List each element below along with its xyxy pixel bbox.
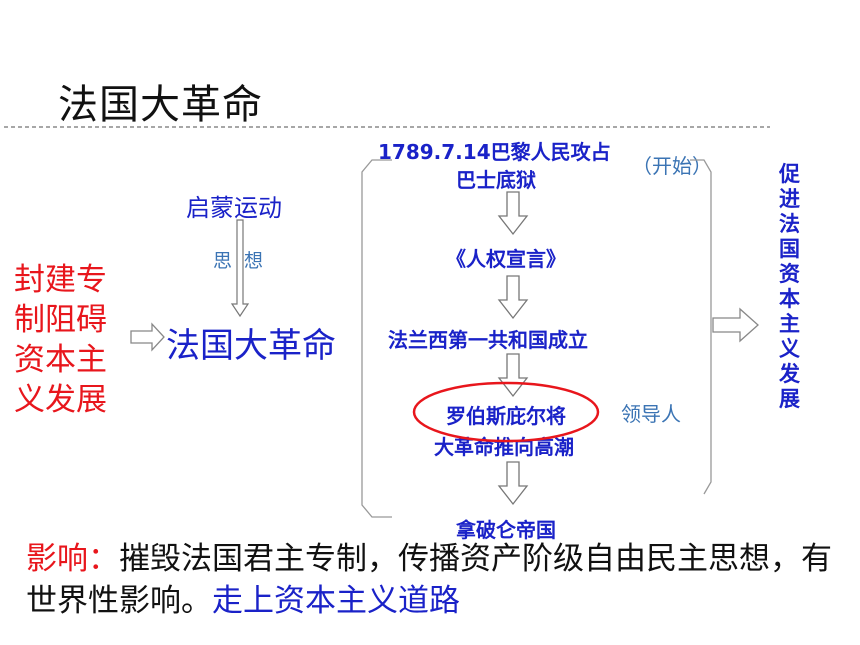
event-first-republic: 法兰西第一共和国成立 (388, 328, 588, 352)
center-revolution-label: 法国大革命 (166, 326, 336, 366)
event-arrow-2 (497, 275, 529, 320)
event-arrow-3 (497, 353, 529, 398)
impact-highlight: 走上资本主义道路 (212, 583, 460, 619)
event-leader-note: 领导人 (621, 402, 681, 426)
events-left-brace (361, 159, 392, 518)
cause-right-arrow (130, 322, 165, 352)
enlightenment-down-arrow (230, 219, 250, 318)
event-bastille-line2: 巴士底狱 (456, 168, 536, 192)
events-right-brace (690, 159, 712, 495)
thought-label: 思想 (213, 250, 276, 272)
result-right-arrow (712, 307, 759, 343)
page-title: 法国大革命 (58, 82, 263, 128)
robespierre-highlight-ellipse (412, 381, 600, 443)
event-start-note: （开始） (632, 154, 712, 178)
result-vertical-text: 促进法国资本主义发展 (779, 162, 800, 411)
cause-text: 封建专制阻碍资本主义发展 (14, 262, 107, 418)
impact-label: 影响： (26, 541, 119, 577)
event-arrow-1 (497, 191, 529, 236)
event-bastille-line1: 1789.7.14巴黎人民攻占 (378, 140, 611, 164)
event-robespierre-line2: 大革命推向高潮 (434, 435, 574, 459)
enlightenment-label: 启蒙运动 (186, 194, 282, 222)
impact-paragraph: 影响：摧毁法国君主专制，传播资产阶级自由民主思想，有世界性影响。走上资本主义道路 (26, 538, 846, 622)
event-declaration: 《人权宣言》 (446, 247, 566, 271)
event-napoleon-empire: 拿破仑帝国 (456, 518, 556, 542)
event-robespierre-line1: 罗伯斯庇尔将 (446, 404, 566, 428)
event-arrow-4 (497, 461, 529, 506)
impact-text: 摧毁法国君主专制，传播资产阶级自由民主思想，有世界性影响。 (26, 541, 832, 619)
